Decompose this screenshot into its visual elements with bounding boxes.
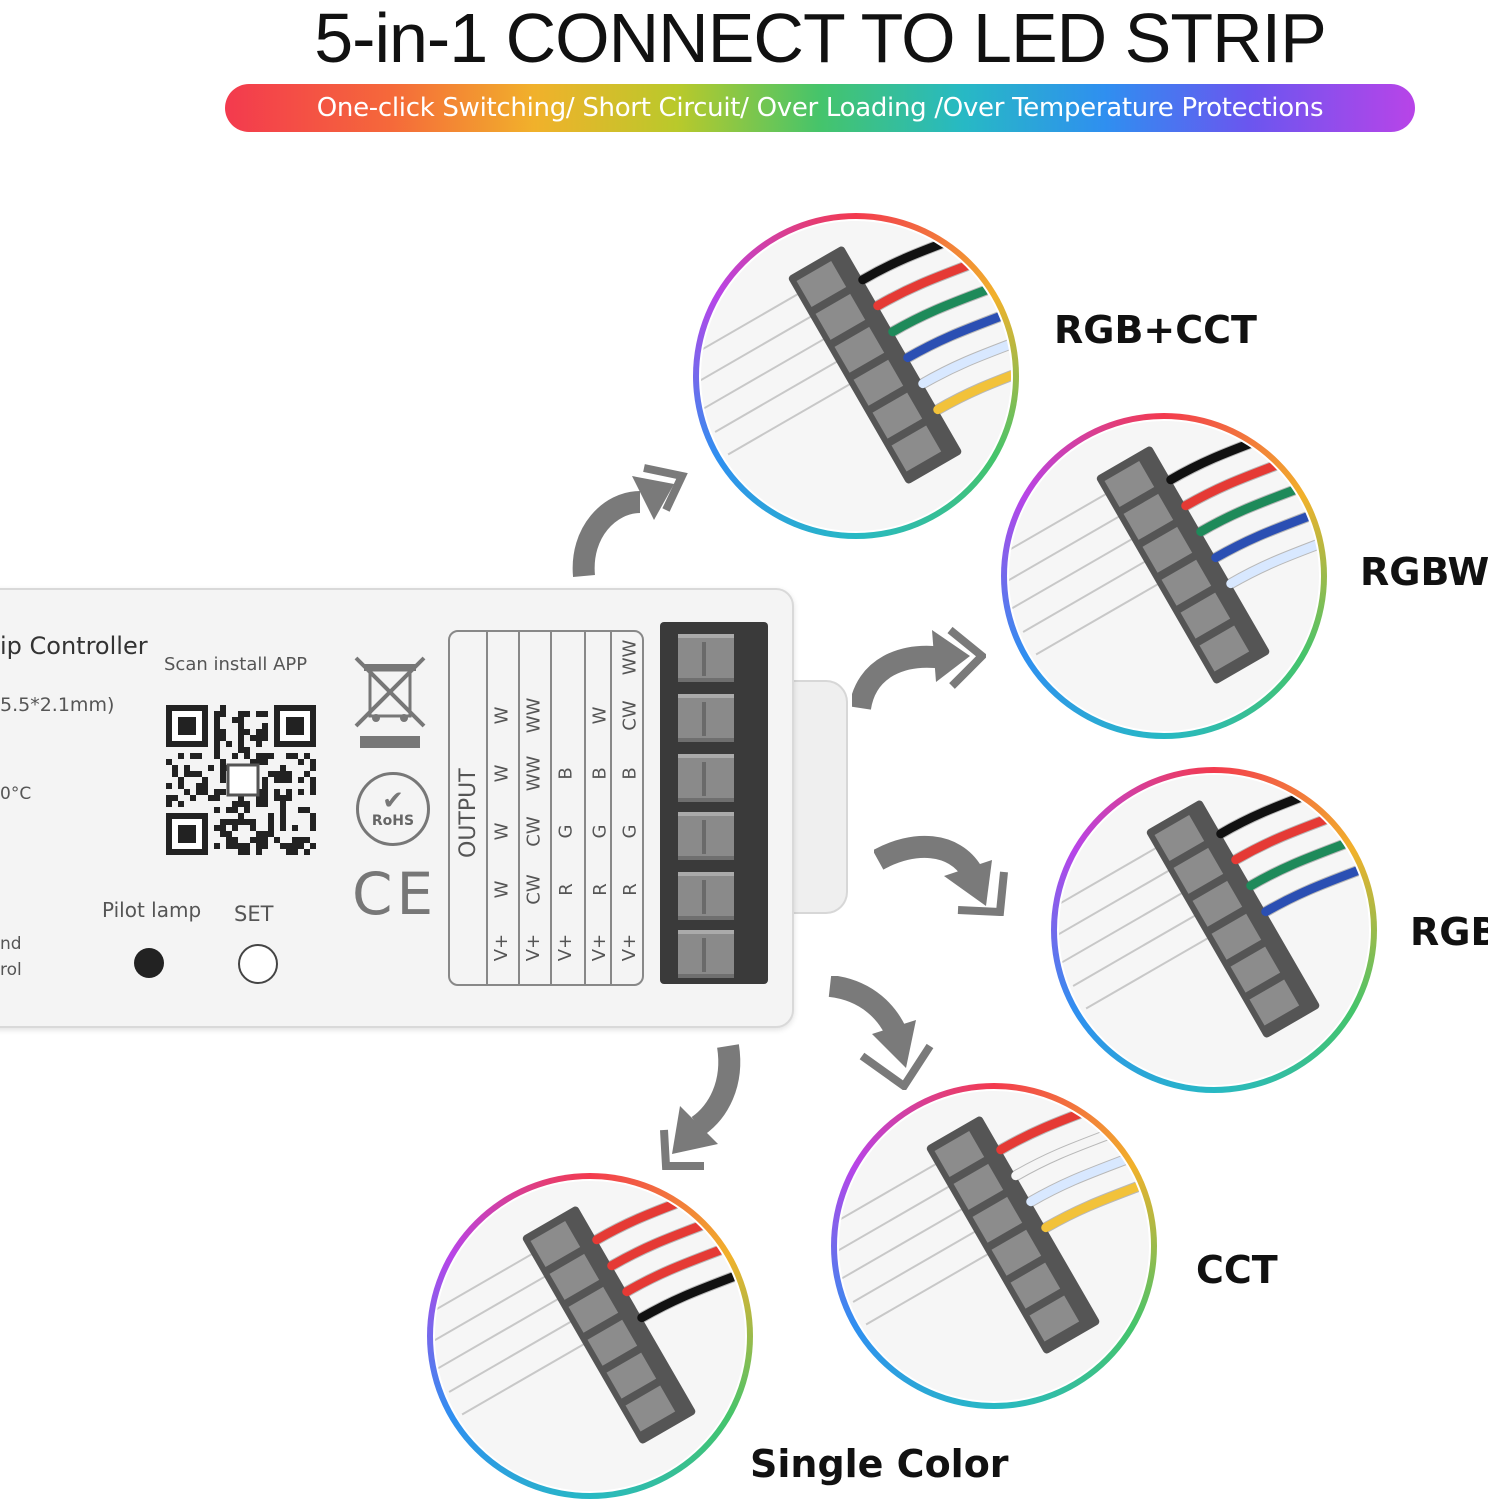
- banner-text: One-click Switching/ Short Circuit/ Over…: [316, 93, 1324, 123]
- mode-closeup-image: [1007, 419, 1321, 733]
- terminal-slot[interactable]: [678, 812, 734, 860]
- output-pin-label: W: [491, 822, 513, 840]
- set-button[interactable]: [238, 944, 278, 984]
- terminal-slot[interactable]: [678, 694, 734, 742]
- terminal-slot[interactable]: [678, 634, 734, 682]
- output-column: W B G R V+: [584, 686, 616, 976]
- mode-closeup-image: [699, 219, 1013, 533]
- arrow-up-right-icon: [572, 464, 688, 577]
- rohs-label: RoHS: [371, 813, 415, 829]
- mode-label-cct: CCT: [1196, 1248, 1278, 1292]
- output-pin-label: WW: [619, 639, 641, 675]
- output-column: WW WW CW CW V+: [518, 686, 550, 976]
- mode-label-rgb: RGB: [1410, 910, 1488, 954]
- qr-code-icon[interactable]: [166, 705, 320, 857]
- output-pin-label: B: [555, 766, 577, 780]
- left-text-1: nd: [0, 934, 22, 954]
- mode-closeup-image: [433, 1179, 747, 1493]
- mode-label-rgbw: RGBW: [1360, 550, 1488, 594]
- output-pin-label: V+: [555, 933, 577, 961]
- output-pin-label: WW: [523, 697, 545, 733]
- arrow-down-right-icon: [828, 976, 934, 1090]
- output-pin-label: V+: [491, 933, 513, 961]
- feature-banner: One-click Switching/ Short Circuit/ Over…: [225, 84, 1415, 132]
- output-label: OUTPUT: [456, 768, 481, 858]
- spec-text: 5.5*2.1mm): [0, 694, 115, 716]
- output-pin-label: B: [589, 766, 611, 780]
- ce-mark: CE: [352, 860, 438, 928]
- terminal-slot[interactable]: [678, 872, 734, 920]
- output-pin-label: G: [619, 824, 641, 838]
- left-text-2: rol: [0, 960, 22, 980]
- arrow-right-down-icon: [874, 835, 1008, 916]
- arrow-right-up-icon: [852, 626, 986, 711]
- mode-closeup-image: [837, 1089, 1151, 1403]
- controller-mount-tab: [786, 680, 848, 914]
- mode-circle: [1001, 413, 1327, 739]
- output-pin-label: WW: [523, 755, 545, 791]
- output-label-table: OUTPUT: [448, 630, 644, 986]
- mode-label-rgbcct: RGB+CCT: [1054, 308, 1257, 352]
- pilot-lamp-label: Pilot lamp: [102, 898, 202, 922]
- output-pin-label: V+: [619, 933, 641, 961]
- set-label: SET: [234, 902, 274, 926]
- output-pin-label: R: [619, 882, 641, 896]
- output-pin-label: W: [491, 706, 513, 724]
- output-pin-label: R: [555, 882, 577, 896]
- output-pin-label: V+: [589, 933, 611, 961]
- mode-circle: [1051, 767, 1377, 1093]
- output-column: B G R V+: [550, 744, 582, 976]
- pilot-lamp-led: [134, 948, 164, 978]
- output-pin-label: W: [491, 880, 513, 898]
- output-pin-label: R: [589, 882, 611, 896]
- output-column: W W W W V+: [486, 686, 518, 976]
- page-title: 5-in-1 CONNECT TO LED STRIP: [314, 0, 1327, 77]
- mode-circle: [693, 213, 1019, 539]
- terminal-slot[interactable]: [678, 754, 734, 802]
- mode-circle: [427, 1173, 753, 1499]
- mode-label-single-color: Single Color: [750, 1442, 1009, 1486]
- arrow-down-left-icon: [660, 1044, 741, 1170]
- output-pin-label: B: [619, 766, 641, 780]
- scan-label: Scan install APP: [164, 654, 308, 675]
- mode-closeup-image: [1057, 773, 1371, 1087]
- output-pin-label: G: [589, 824, 611, 838]
- controller-name: ip Controller: [0, 632, 148, 660]
- output-column: WW CW B G R V+: [614, 628, 646, 976]
- mode-circle: [831, 1083, 1157, 1409]
- output-pin-label: CW: [523, 873, 545, 905]
- temp-text: 0°C: [0, 784, 32, 804]
- output-pin-label: W: [491, 764, 513, 782]
- terminal-block: [660, 622, 768, 984]
- terminal-slot[interactable]: [678, 930, 734, 978]
- output-pin-label: V+: [523, 933, 545, 961]
- output-pin-label: CW: [619, 699, 641, 731]
- output-pin-label: W: [589, 706, 611, 724]
- weee-bin-icon: [354, 656, 426, 748]
- output-pin-label: CW: [523, 815, 545, 847]
- rohs-icon: ✔ RoHS: [356, 772, 430, 846]
- output-pin-label: G: [555, 824, 577, 838]
